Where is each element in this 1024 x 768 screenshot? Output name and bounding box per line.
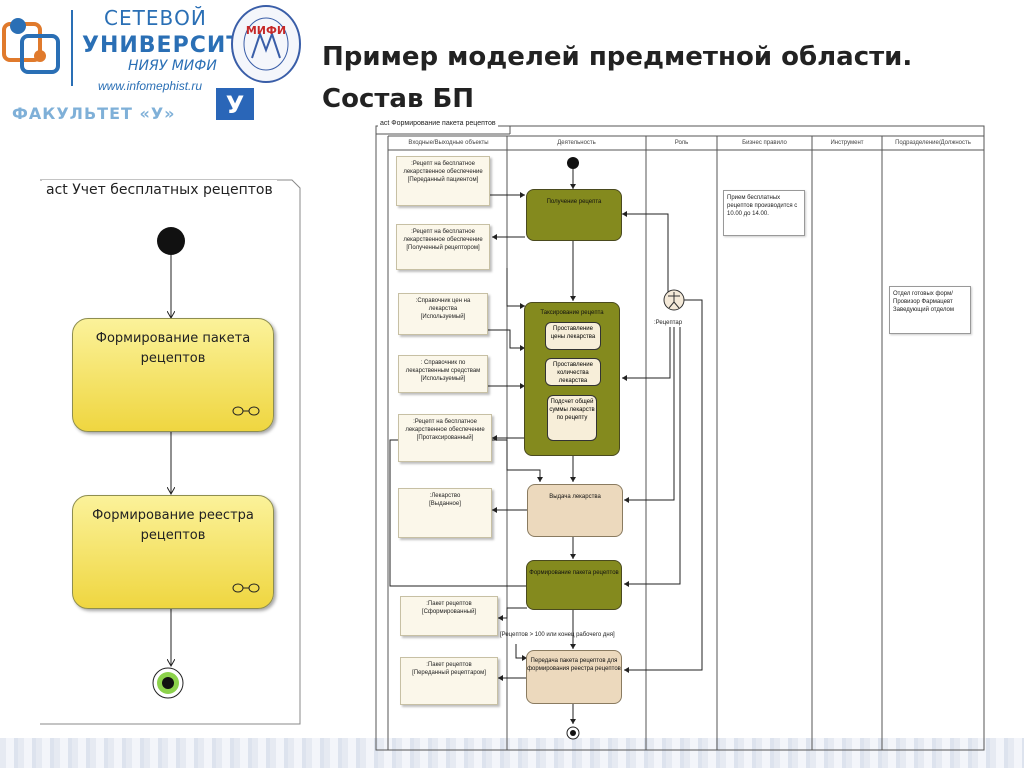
subactivity-rake-icon (232, 406, 260, 416)
action-label: Таксирование рецепта (540, 310, 604, 316)
lane-header-business-rule: Бизнес правило (742, 140, 787, 146)
guard-condition: [Рецептов > 100 или конец рабочего дня] (500, 632, 615, 638)
object-state: [Используемый] (420, 314, 466, 320)
slide-title-line1: Пример моделей предметной области. (322, 42, 913, 72)
swimlane-frame (375, 125, 985, 751)
object-state: [Полученный рецептором] (406, 245, 480, 251)
object-state: [Переданный рецептаром] (412, 670, 486, 676)
action-transfer-package[interactable]: Передача пакета рецептов для формировани… (526, 650, 622, 704)
action-form-package[interactable]: Формирование пакета рецептов (526, 560, 622, 610)
university-name-line3: НИЯУ МИФИ (128, 58, 217, 74)
subaction-sum-total[interactable]: Подсчет общей суммы лекарств по рецепту (547, 395, 597, 441)
object-node[interactable]: :Лекарство [Выданное] (398, 488, 492, 538)
object-node[interactable]: :Рецепт на бесплатное лекарственное обес… (398, 414, 492, 462)
lane-header-tool: Инструмент (830, 140, 864, 146)
lane-header-activity: Деятельность (557, 140, 596, 146)
slide-title-line2: Состав БП (322, 84, 475, 114)
right-frame-title: act Формирование пакета рецептов (378, 120, 498, 127)
note-department: Отдел готовых форм/Провизор Фармацевт За… (889, 286, 971, 334)
note-business-rule: Прием бесплатных рецептов производится с… (723, 190, 805, 236)
object-state: [Протаксированный] (416, 435, 474, 441)
object-name: :Рецепт на бесплатное лекарственное обес… (403, 161, 483, 175)
subaction-label: Подсчет общей суммы лекарств по рецепту (549, 399, 595, 421)
object-node[interactable]: :Пакет рецептов [Переданный рецептаром] (400, 657, 498, 705)
left-frame-label: act Учет бесплатных рецептов (42, 180, 277, 200)
faculty-u-logo-icon: У (216, 88, 254, 120)
object-state: [Переданный пациентом] (407, 177, 479, 183)
subaction-label: Проставление количества лекарства (553, 362, 593, 384)
action-issue-drug[interactable]: Выдача лекарства (527, 484, 623, 537)
object-node[interactable]: :Рецепт на бесплатное лекарственное обес… (396, 224, 490, 270)
object-name: :Справочник цен на лекарства (415, 298, 471, 312)
action-receive-prescription[interactable]: Получение рецепта (526, 189, 622, 241)
activity-form-registry-label: Формирование реестра рецептов (92, 508, 254, 543)
initial-node (157, 227, 185, 255)
activity-form-package-label: Формирование пакета рецептов (95, 331, 251, 366)
lane-header-role: Роль (674, 140, 689, 146)
object-name: :Лекарство (429, 493, 461, 499)
seal-text: МИФИ (246, 24, 286, 37)
role-label: :Рецептар (654, 320, 683, 326)
university-url: www.infomephist.ru (98, 79, 203, 93)
activity-form-registry[interactable]: Формирование реестра рецептов (72, 495, 274, 609)
object-state: [Сформированный] (421, 609, 477, 615)
institute-seal-icon: МИФИ (231, 5, 301, 83)
subactivity-rake-icon (232, 583, 260, 593)
subaction-set-quantity[interactable]: Проставление количества лекарства (545, 358, 601, 386)
right-initial-node (567, 157, 579, 169)
object-name: :Рецепт на бесплатное лекарственное обес… (403, 229, 483, 243)
object-node[interactable]: : Справочник по лекарственным средствам … (398, 355, 488, 393)
subaction-set-price[interactable]: Проставление цены лекарства (545, 322, 601, 350)
object-name: :Пакет рецептов (426, 662, 472, 668)
object-node[interactable]: :Рецепт на бесплатное лекарственное обес… (396, 156, 490, 206)
object-node[interactable]: :Справочник цен на лекарства [Используем… (398, 293, 488, 335)
lane-header-department: Подразделение/Должность (895, 140, 971, 146)
subaction-label: Проставление цены лекарства (550, 326, 596, 340)
u-logo-text: У (226, 91, 245, 119)
slide-title: Пример моделей предметной области. Соста… (322, 36, 912, 120)
bottom-decorative-strip (0, 738, 1024, 768)
object-name: : Справочник по лекарственным средствам (405, 360, 481, 374)
action-label: Получение рецепта (546, 199, 602, 205)
university-logo-icon (2, 10, 73, 86)
object-name: :Пакет рецептов (426, 601, 472, 607)
faculty-label: ФАКУЛЬТЕТ «У» (12, 104, 176, 123)
object-node[interactable]: :Пакет рецептов [Сформированный] (400, 596, 498, 636)
object-state: [Выданное] (429, 501, 461, 507)
action-label: Выдача лекарства (549, 494, 601, 500)
final-node-center (162, 677, 174, 689)
action-label: Формирование пакета рецептов (529, 570, 619, 576)
university-name-line1: СЕТЕВОЙ (104, 6, 207, 30)
lane-header-objects: Входные/Выходные объекты (408, 140, 489, 146)
object-name: :Рецепт на бесплатное лекарственное обес… (405, 419, 485, 433)
action-label: Передача пакета рецептов для формировани… (527, 658, 621, 672)
activity-form-package[interactable]: Формирование пакета рецептов (72, 318, 274, 432)
object-state: [Используемый] (420, 376, 466, 382)
